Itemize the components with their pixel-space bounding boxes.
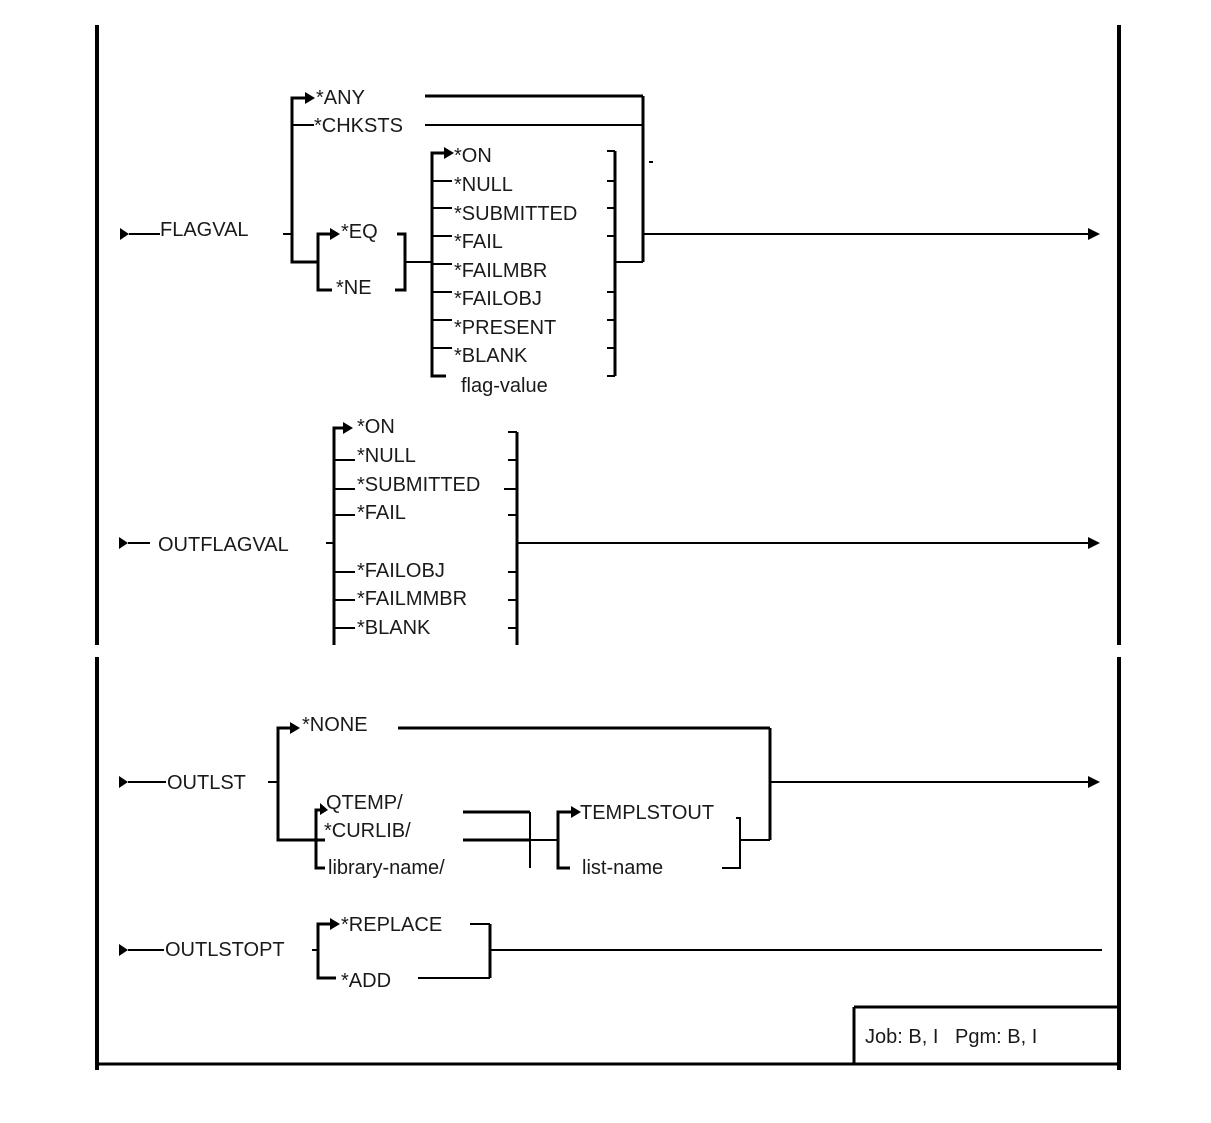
- start-arrow-icon: [119, 944, 128, 956]
- outlst-library: QTEMP/: [326, 792, 403, 814]
- flagval-op-eq: *EQ: [341, 221, 378, 243]
- outflagval-value: *FAILMMBR: [357, 588, 467, 610]
- end-arrow-icon: [1088, 776, 1100, 788]
- flagval-value: flag-value: [461, 375, 548, 397]
- flagval-value: *FAILMBR: [454, 260, 547, 282]
- outflagval-value: *FAILOBJ: [357, 560, 445, 582]
- flagval-op-ne: *NE: [336, 277, 372, 299]
- outlst-keyword: OUTLST: [167, 772, 246, 794]
- outflagval-values: *ON *NULL *SUBMITTED *FAIL *FAILOBJ *FAI…: [334, 416, 517, 639]
- flagval-value: *SUBMITTED: [454, 203, 577, 225]
- outlst-library: library-name/: [328, 857, 445, 879]
- flagval-value: *FAILOBJ: [454, 288, 542, 310]
- default-arrow-icon: [343, 422, 353, 434]
- outflagval-value: *NULL: [357, 445, 416, 467]
- flagval-value: *FAIL: [454, 231, 503, 253]
- outlst-list: list-name: [582, 857, 663, 879]
- flagval-choice-chksts: *CHKSTS: [314, 115, 403, 137]
- outflagval-value: *FAIL: [357, 502, 406, 524]
- default-arrow-icon: [571, 806, 581, 818]
- default-arrow-icon: [305, 92, 315, 104]
- end-arrow-icon: [1088, 228, 1100, 240]
- default-arrow-icon: [444, 147, 454, 159]
- start-arrow-icon: [119, 537, 128, 549]
- outflagval-value: *ON: [357, 416, 395, 438]
- default-arrow-icon: [320, 803, 328, 815]
- start-arrow-icon: [119, 776, 128, 788]
- flagval-value: *PRESENT: [454, 317, 556, 339]
- outflagval-group: OUTFLAGVAL *ON *NULL *SUBMITTED *FAIL *F…: [119, 416, 1100, 645]
- outflagval-keyword: OUTFLAGVAL: [158, 534, 289, 556]
- default-arrow-icon: [330, 918, 340, 930]
- outlstopt-group: OUTLSTOPT *REPLACE *ADD: [119, 914, 1102, 992]
- flagval-values: *ON *NULL *SUBMITTED *FAIL *FAILMBR *FAI…: [432, 145, 615, 397]
- outlst-list: TEMPLSTOUT: [580, 802, 714, 824]
- flagval-keyword: FLAGVAL: [160, 219, 249, 241]
- flagval-value: *BLANK: [454, 345, 528, 367]
- flagval-choice-any: *ANY: [316, 87, 365, 109]
- outlstopt-value: *REPLACE: [341, 914, 442, 936]
- outlst-default: *NONE: [302, 714, 368, 736]
- default-arrow-icon: [290, 722, 300, 734]
- default-arrow-icon: [330, 228, 340, 240]
- flagval-group: FLAGVAL *ANY *CHKSTS *EQ *NE *ON *NULL: [120, 87, 1100, 397]
- start-arrow-icon: [120, 228, 129, 240]
- outflagval-value: *SUBMITTED: [357, 474, 480, 496]
- outlstopt-keyword: OUTLSTOPT: [165, 939, 285, 961]
- end-arrow-icon: [1088, 537, 1100, 549]
- outflagval-value: *BLANK: [357, 617, 431, 639]
- outlst-library: *CURLIB/: [324, 820, 411, 842]
- outlst-group: OUTLST *NONE QTEMP/ *CURLIB/ library-nam…: [119, 714, 1100, 879]
- flagval-value: *NULL: [454, 174, 513, 196]
- flagval-value: *ON: [454, 145, 492, 167]
- applicability-text: Job: B, I Pgm: B, I: [865, 1026, 1037, 1048]
- applicability-box: Job: B, I Pgm: B, I: [852, 1005, 1119, 1064]
- outlstopt-value: *ADD: [341, 970, 391, 992]
